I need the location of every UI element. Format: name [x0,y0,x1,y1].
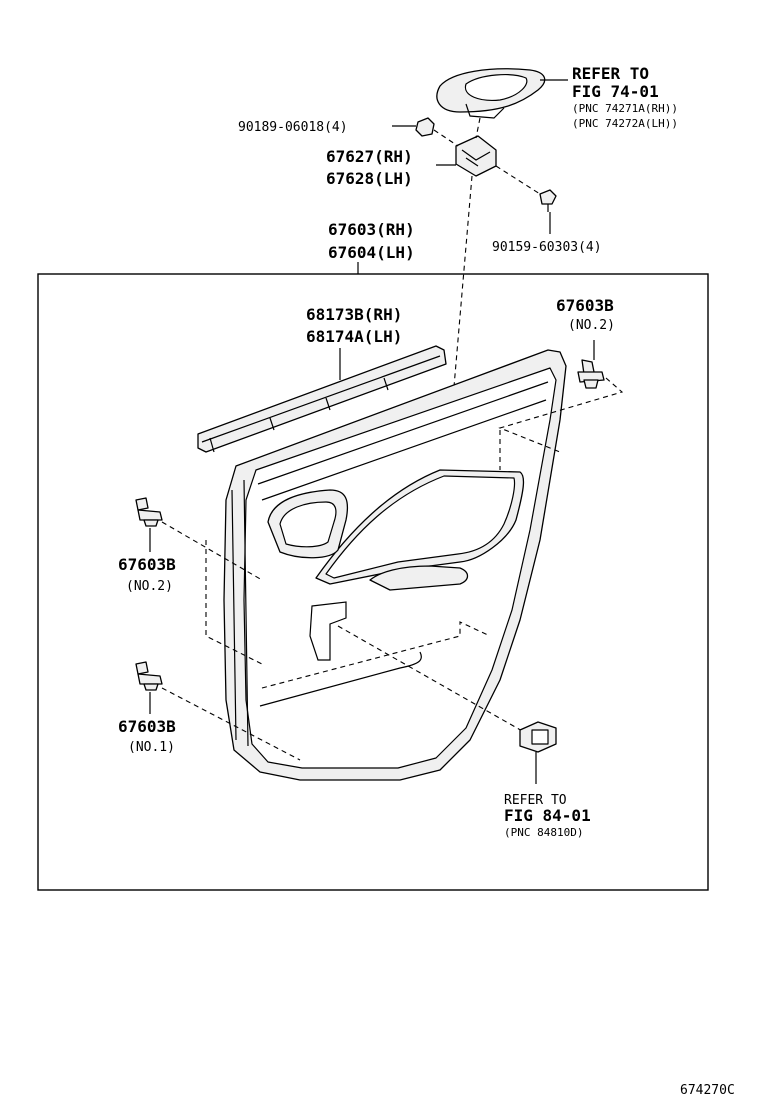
refer-bottom-line3: (PNC 84810D) [504,826,583,839]
refer-top-line1: REFER TO [572,64,649,83]
label-clip-left-lower-note: (NO.1) [128,740,175,755]
assembly-frame [37,273,709,891]
bracket-shape [455,135,497,177]
dash-panel-mid [261,621,491,689]
label-clip-left-lower-code: 67603B [118,717,176,736]
dash-panel-left-rect [205,540,263,665]
diagram-id: 674270C [680,1083,735,1098]
dash-bracket-screw [495,165,541,195]
dash-bracket-panel [437,175,473,575]
label-67603: 67603(RH) [328,220,415,239]
clip-right-shape [577,359,605,389]
dash-clip-right [498,377,624,453]
refer-top-line4: (PNC 74272A(LH)) [572,117,678,130]
nut-shape [415,117,435,137]
label-68174a: 68174A(LH) [306,327,402,346]
label-68173b: 68173B(RH) [306,305,402,324]
label-clip-left-upper-code: 67603B [118,555,176,574]
label-90189: 90189-06018(4) [238,120,348,135]
dash-nut-bracket [433,129,459,147]
weatherstrip-shape [197,345,447,453]
door-trim-panel-shape [223,349,567,781]
label-67604: 67604(LH) [328,243,415,262]
refer-top-line2: FIG 74-01 [572,82,659,101]
refer-bottom-line2: FIG 84-01 [504,806,591,825]
refer-bottom-line1: REFER TO [504,793,567,808]
dash-bracket-cover [475,117,481,139]
label-67628: 67628(LH) [326,169,413,188]
screw-shape [539,189,557,212]
clip-left-lower-shape [135,661,163,691]
label-clip-left-upper-note: (NO.2) [126,579,173,594]
dash-clip-left-lower [161,687,301,761]
label-90159: 90159-60303(4) [492,240,602,255]
refer-top-line3: (PNC 74271A(RH)) [572,102,678,115]
clip-left-upper-shape [135,497,163,527]
dash-clip-left-upper [161,521,263,581]
label-clip-right-note: (NO.2) [568,318,615,333]
switch-base-shape [519,721,557,753]
label-clip-right-code: 67603B [556,296,614,315]
label-67627: 67627(RH) [326,147,413,166]
armrest-cover-shape [436,68,546,119]
